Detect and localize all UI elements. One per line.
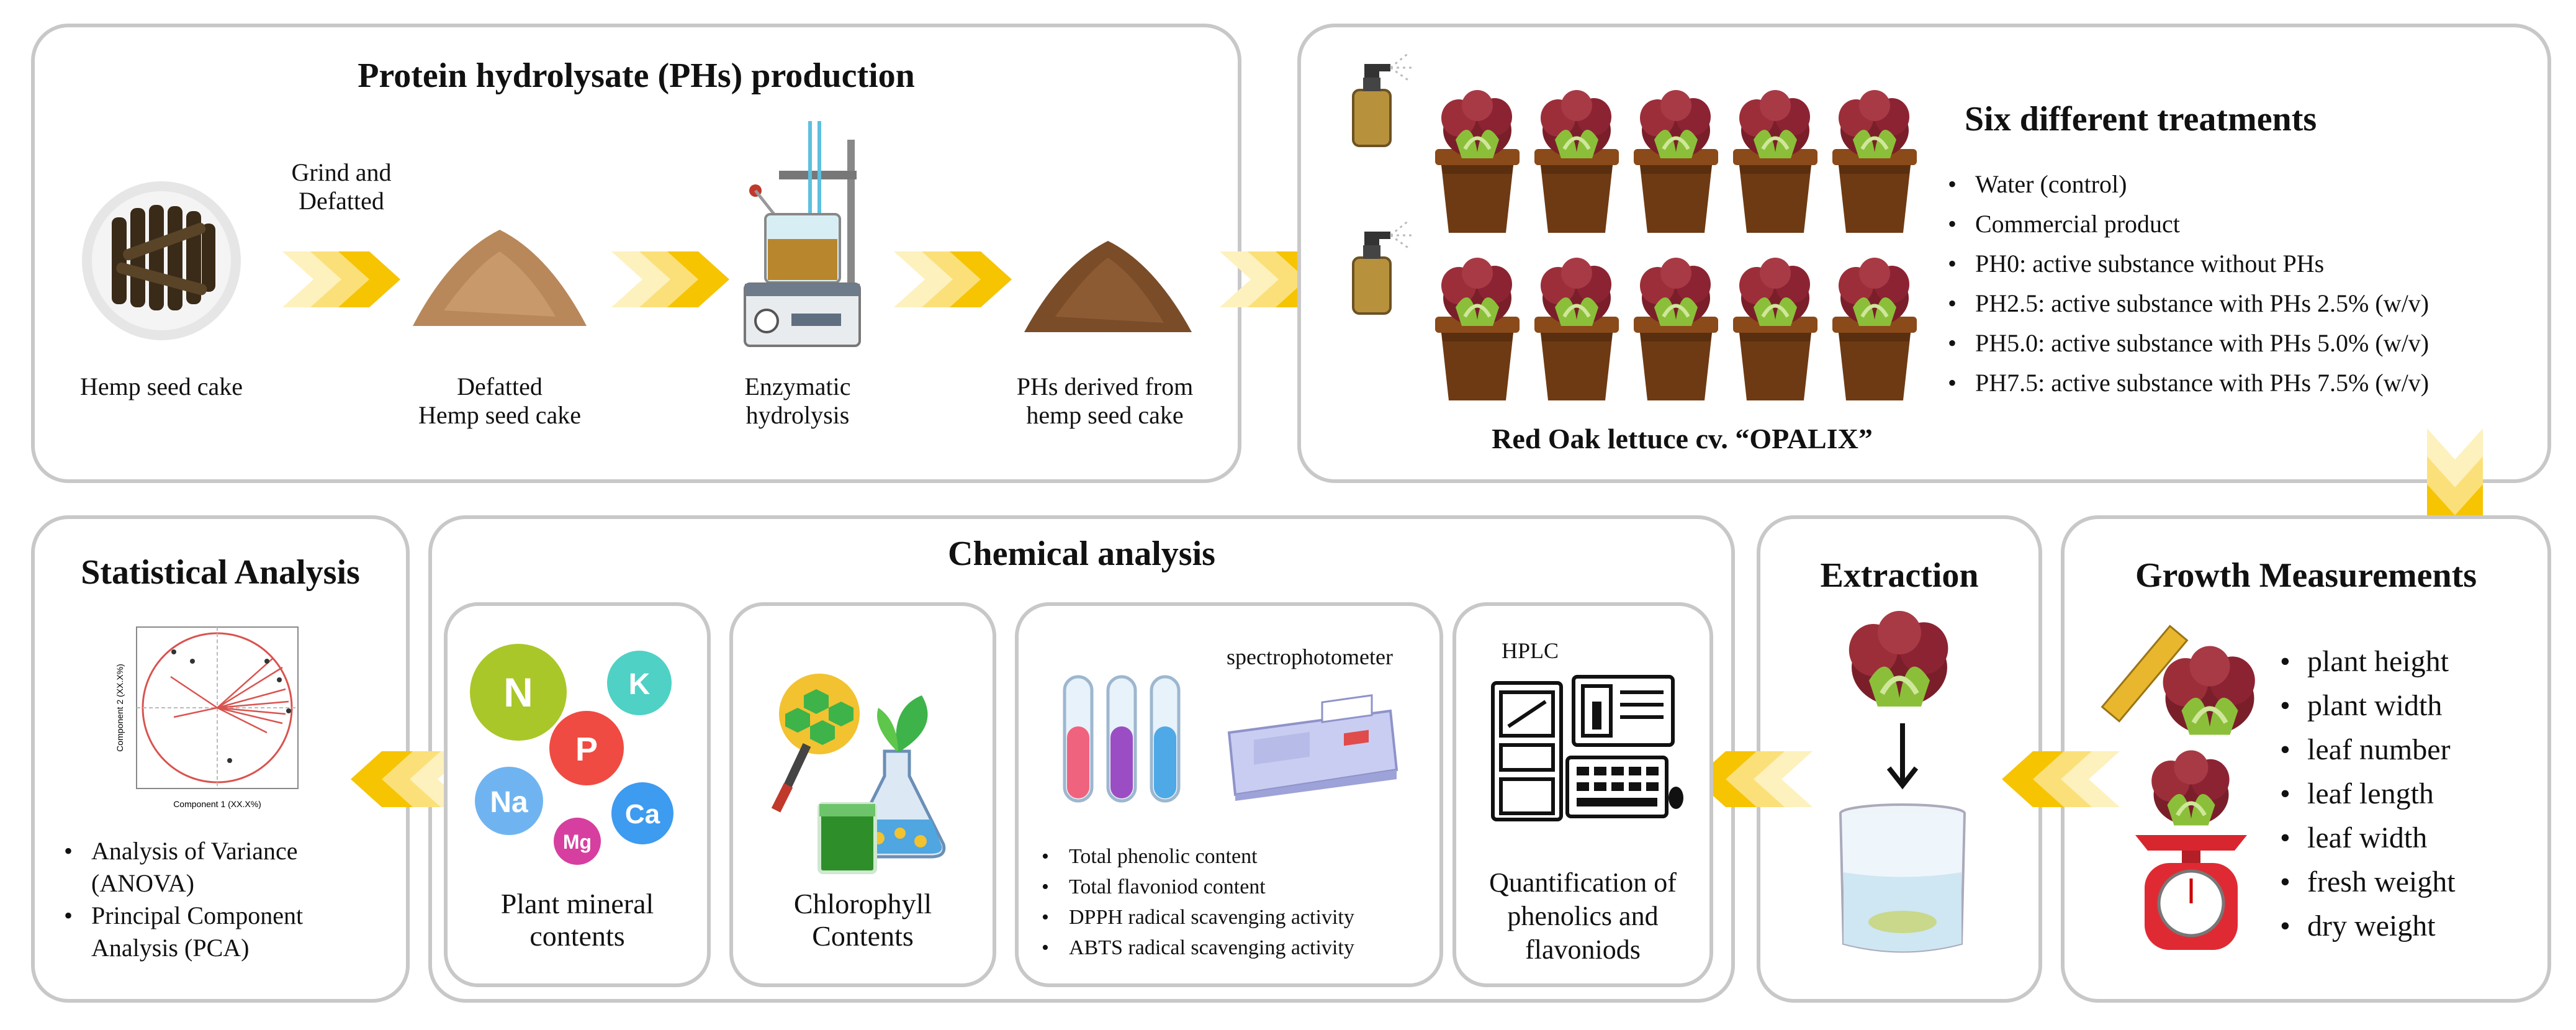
element-p: P [575, 731, 598, 768]
stats-list: Analysis of Variance (ANOVA) Principal C… [59, 835, 303, 964]
step-defatted: Defatted Hemp seed cake [418, 373, 582, 429]
mineral-label: Plant mineral contents [500, 888, 654, 952]
chlorophyll-subpanel [729, 602, 996, 987]
pca-biplot-icon: Component 1 (XX.X%) Component 2 (XX.X%) [115, 626, 299, 809]
growth-item: fresh weight [2275, 860, 2456, 904]
hplc-instrument-icon [1491, 675, 1683, 821]
growth-item: dry weight [2275, 904, 2456, 948]
assay-item: DPPH radical scavenging activity [1037, 902, 1354, 933]
stats-title: Statistical Analysis [81, 553, 360, 592]
element-mg: Mg [563, 831, 592, 853]
treatment-item: PH7.5: active substance with PHs 7.5% (w… [1943, 363, 2429, 403]
growth-item: plant width [2275, 684, 2456, 728]
step-enzymatic: Enzymatic hydrolysis [744, 373, 851, 429]
pca-ylabel: Component 2 (XX.X%) [115, 664, 125, 752]
element-k: K [629, 668, 651, 701]
sprayer-icon [1352, 219, 1413, 315]
extraction-title: Extraction [1820, 556, 1979, 595]
treatments-list: Water (control) Commercial product PH0: … [1943, 165, 2429, 403]
growth-title: Growth Measurements [2135, 556, 2477, 595]
mineral-elements-icon: N K P Na Ca Mg [470, 644, 673, 865]
extraction-lettuce-icon [1837, 615, 1961, 714]
step-hemp-seed-cake: Hemp seed cake [79, 373, 243, 400]
element-n: N [503, 669, 533, 715]
defatted-powder-icon [413, 230, 587, 326]
chevron-arrow-2 [611, 251, 729, 307]
treatment-item: Commercial product [1943, 204, 2429, 244]
treatment-item: PH0: active substance without PHs [1943, 244, 2429, 284]
stats-item: Principal Component Analysis (PCA) [59, 900, 303, 964]
scale-icon [2135, 761, 2247, 950]
stats-item: Analysis of Variance (ANOVA) [59, 835, 303, 900]
ruler-icon [2101, 625, 2189, 723]
treatment-item: Water (control) [1943, 165, 2429, 204]
hydrolysis-apparatus-icon [744, 121, 861, 347]
spectro-label: spectrophotometer [1227, 644, 1393, 669]
sprayer-icon [1352, 52, 1413, 147]
treatments-title: Six different treatments [1965, 100, 2317, 138]
growth-list: plant height plant width leaf number lea… [2275, 639, 2456, 948]
chlorophyll-label: Chlorophyll Contents [793, 888, 932, 952]
chlorophyll-icon [771, 674, 946, 874]
assay-item: Total flavoniod content [1037, 872, 1354, 902]
hplc-caption: Quantification of phenolics and flavonio… [1489, 867, 1677, 965]
chevron-arrow-1 [282, 251, 400, 307]
spectro-list: Total phenolic content Total flavoniod c… [1037, 841, 1354, 963]
hplc-label: HPLC [1501, 638, 1559, 663]
element-ca: Ca [625, 799, 660, 829]
chevron-arrow-left-1 [2002, 751, 2120, 807]
step-phs-derived: PHs derived from hemp seed cake [1016, 373, 1194, 429]
production-title: Protein hydrolysate (PHs) production [358, 56, 915, 95]
hemp-pellet-bowl-icon [82, 181, 241, 340]
beaker-icon [1839, 803, 1966, 953]
spectrophotometer-icon [1227, 694, 1398, 801]
growth-item: leaf length [2275, 772, 2456, 816]
lettuce-caption: Red Oak lettuce cv. “OPALIX” [1492, 423, 1873, 454]
assay-item: ABTS radical scavenging activity [1037, 933, 1354, 963]
growth-item: leaf width [2275, 816, 2456, 860]
test-tubes-icon [1063, 675, 1181, 803]
chevron-arrow-3 [894, 251, 1012, 307]
element-na: Na [490, 786, 528, 819]
treatment-item: PH2.5: active substance with PHs 2.5% (w… [1943, 284, 2429, 323]
down-arrow-icon [1886, 723, 1919, 790]
growth-item: plant height [2275, 639, 2456, 684]
grind-label: Grind and Defatted [291, 158, 392, 215]
phs-powder-icon [1024, 241, 1192, 332]
pca-xlabel: Component 1 (XX.X%) [173, 799, 261, 809]
chemical-title: Chemical analysis [948, 535, 1215, 573]
lettuce-sample-icon [2154, 649, 2266, 742]
growth-item: leaf number [2275, 728, 2456, 772]
assay-item: Total phenolic content [1037, 841, 1354, 872]
treatment-item: PH5.0: active substance with PHs 5.0% (w… [1943, 323, 2429, 363]
lettuce-pots-grid [1435, 87, 1917, 400]
